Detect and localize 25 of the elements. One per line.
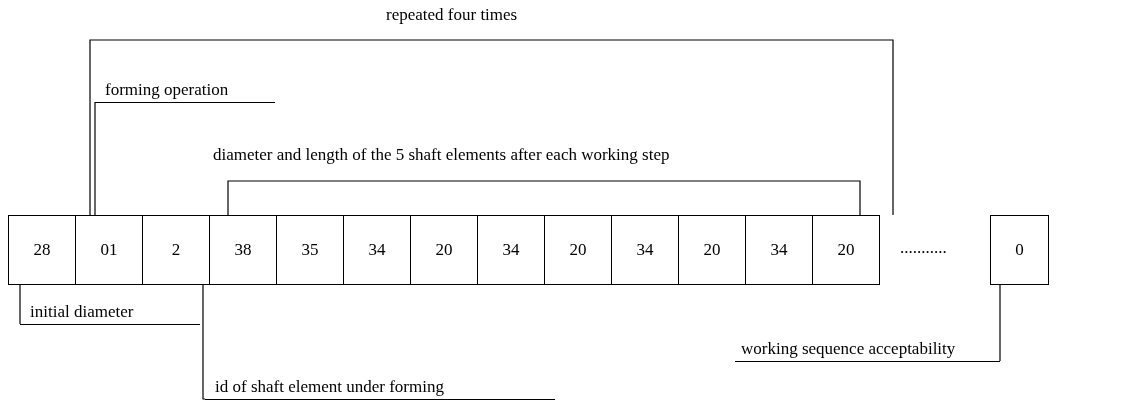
gene-cell: 20	[544, 215, 612, 285]
gene-cell: 34	[611, 215, 679, 285]
gene-cell: 34	[745, 215, 813, 285]
leader-line	[999, 284, 1001, 362]
gene-cell: 20	[410, 215, 478, 285]
leader-line	[94, 101, 96, 216]
gene-cell: 38	[209, 215, 277, 285]
gene-cell: 28	[8, 215, 76, 285]
gene-cell: 34	[343, 215, 411, 285]
gene-cell: 0	[990, 215, 1049, 285]
leader-line	[202, 284, 206, 400]
gene-cell: 2	[142, 215, 210, 285]
ellipsis-text: ...........	[900, 238, 947, 258]
gene-cell: 35	[276, 215, 344, 285]
annotation-text: working sequence acceptability	[735, 339, 1000, 362]
annotation-text: id of shaft element under forming	[205, 377, 555, 400]
bracket-label: diameter and length of the 5 shaft elements after each working step	[213, 145, 670, 165]
leader-line	[19, 284, 21, 325]
bracket-label: repeated four times	[386, 5, 518, 25]
gene-cell: 20	[678, 215, 746, 285]
gene-cell: 01	[75, 215, 143, 285]
annotation-text: forming operation	[95, 80, 275, 103]
gene-cell: 34	[477, 215, 545, 285]
gene-cell: 20	[812, 215, 880, 285]
annotation-text: initial diameter	[20, 302, 200, 325]
